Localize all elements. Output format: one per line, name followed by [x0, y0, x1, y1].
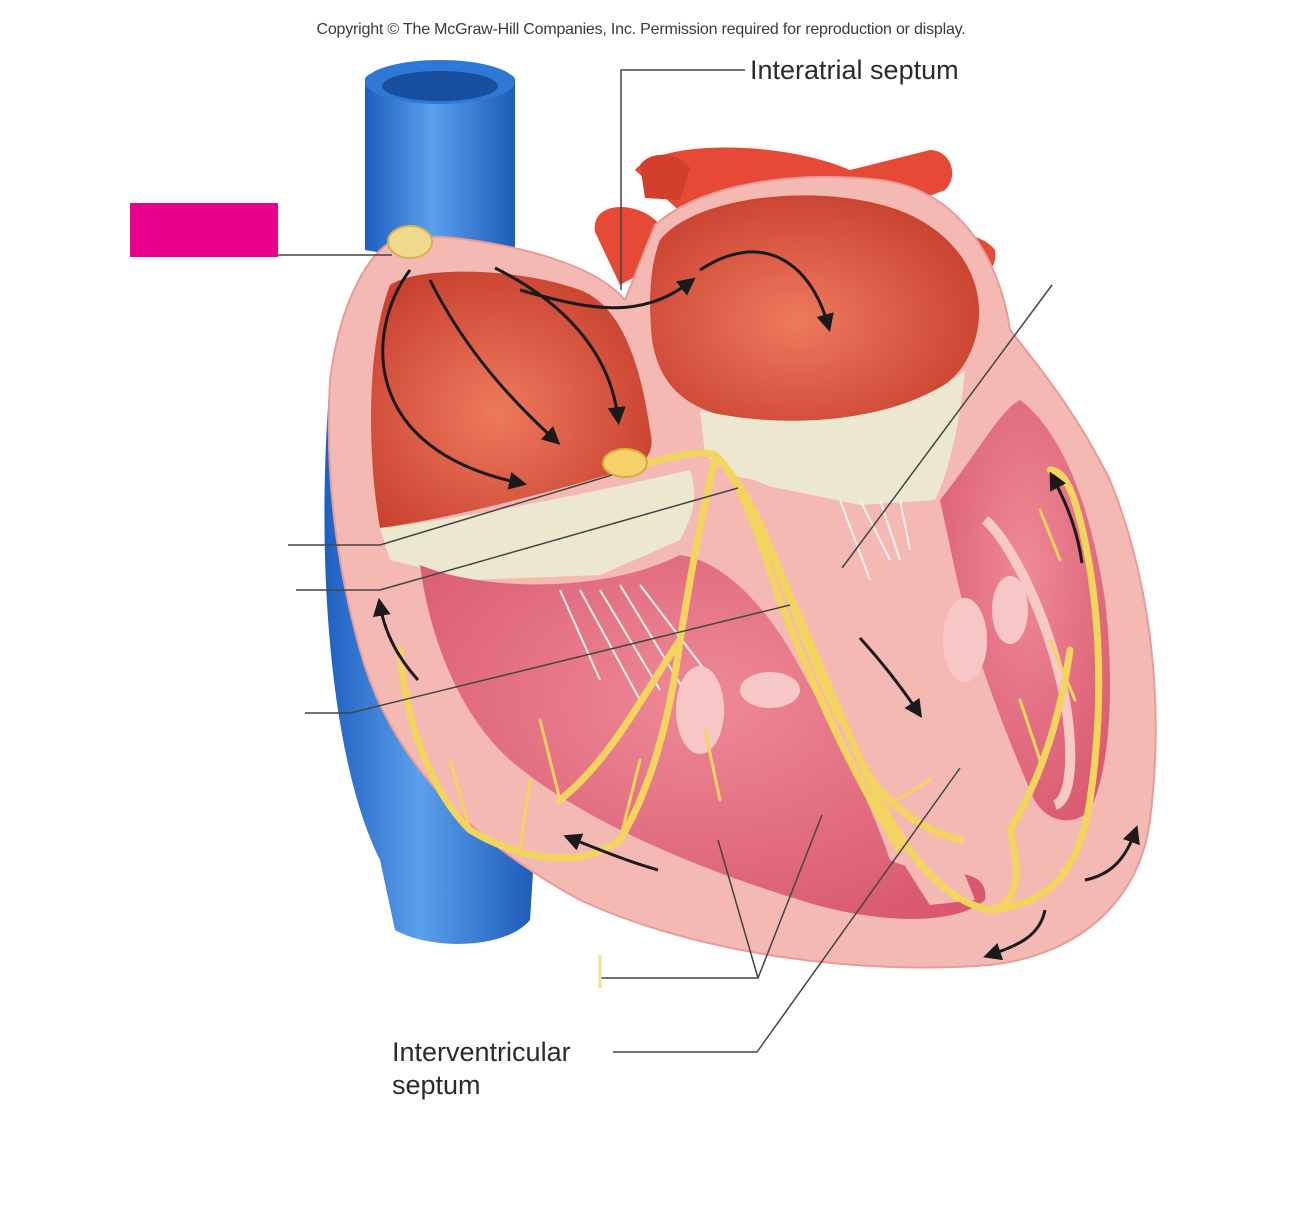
leader-bundle-branches — [305, 604, 791, 714]
leader-interatrial — [620, 69, 745, 290]
chordae — [559, 499, 911, 701]
arrow — [563, 833, 659, 872]
arrow — [381, 269, 528, 490]
label-interventricular-line2: septum — [392, 1070, 481, 1100]
label-interventricular-septum: Interventricular septum — [392, 1036, 571, 1102]
arrow — [428, 279, 561, 445]
sinoatrial-node — [387, 225, 433, 259]
atrioventricular-node — [602, 448, 648, 478]
conduction-branches — [448, 508, 1077, 852]
label-interventricular-line1: Interventricular — [392, 1037, 571, 1067]
tricuspid-valve — [380, 470, 695, 580]
left-atrium — [650, 195, 980, 424]
leader-av-node — [288, 474, 613, 546]
leader-purkinje-2 — [757, 814, 823, 979]
arrow — [1049, 471, 1084, 564]
leader-av-bundle — [296, 487, 739, 591]
impulse-arrows — [372, 250, 1140, 961]
label-interatrial-septum: Interatrial septum — [750, 55, 959, 85]
leader-lines — [278, 69, 1053, 1053]
interventricular-septum-body — [700, 476, 975, 905]
arrow — [983, 909, 1047, 961]
leader-interventricular — [613, 767, 961, 1053]
copyright-notice: Copyright © The McGraw-Hill Companies, I… — [316, 21, 966, 38]
arrow — [372, 597, 420, 682]
hidden-label-box[interactable] — [130, 203, 278, 257]
mitral-valve — [700, 370, 965, 505]
arrow — [1084, 825, 1140, 882]
leader-right-line — [841, 284, 1053, 569]
arrow — [494, 266, 626, 426]
papillary-muscles — [676, 576, 1028, 754]
arrow — [699, 250, 834, 332]
arrow — [858, 636, 922, 718]
arrow — [519, 277, 696, 310]
